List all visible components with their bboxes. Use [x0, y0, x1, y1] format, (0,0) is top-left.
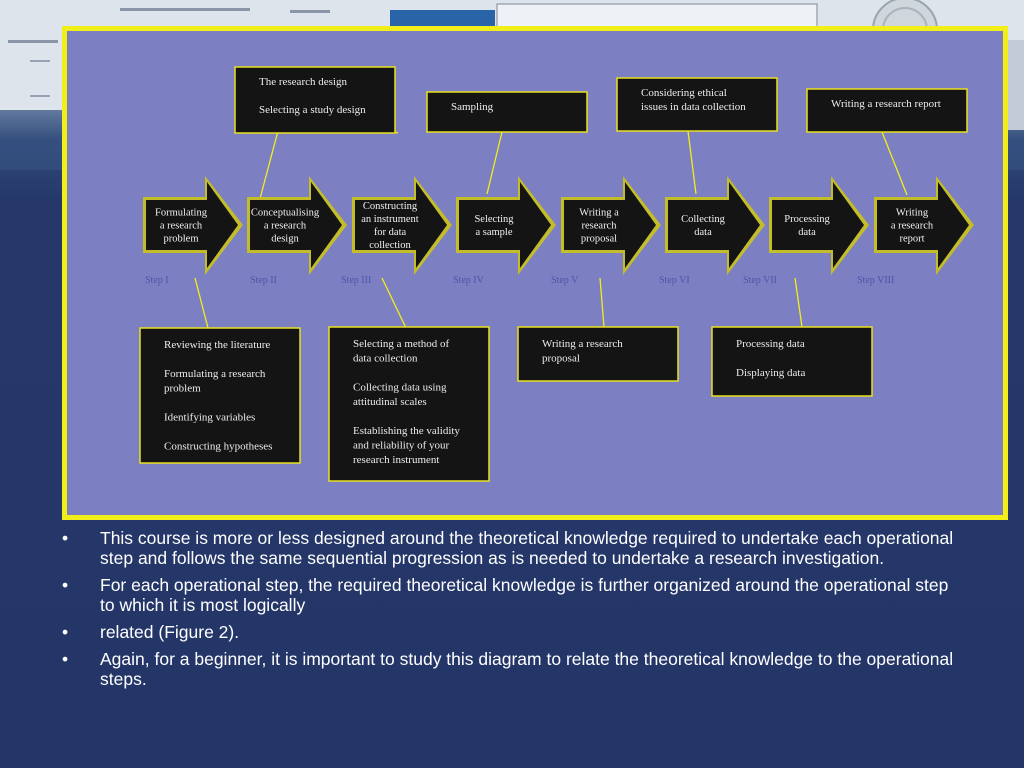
step-arrow-label: an instrument — [361, 214, 419, 225]
step-number-label: Step IV — [453, 275, 485, 286]
step-arrow-label: collection — [369, 240, 411, 251]
bottom-task-text: Formulating a research — [164, 368, 266, 380]
step-arrow-label: a research — [264, 221, 307, 232]
bullet-text: This course is more or less designed aro… — [100, 528, 954, 568]
step-arrow-label: proposal — [581, 234, 617, 245]
step-arrow-label: Formulating — [155, 208, 208, 219]
bottom-task-text: attitudinal scales — [353, 396, 427, 408]
top-task-text: issues in data collection — [641, 101, 746, 113]
bottom-task-text: Processing data — [736, 338, 805, 350]
step-arrow-label: Processing — [784, 214, 830, 225]
top-task-text: Writing a research report — [831, 98, 941, 110]
bullet-text: Again, for a beginner, it is important t… — [100, 649, 954, 689]
bullet-item: • This course is more or less designed ar… — [60, 528, 960, 568]
step-number-label: Step VI — [659, 275, 690, 286]
bottom-task-text: data collection — [353, 353, 418, 365]
top-task-box: Considering ethical issues in data collec… — [616, 77, 778, 132]
step-arrow-label: problem — [164, 234, 199, 245]
step-arrow-label: Collecting — [681, 214, 725, 225]
step-arrow-label: research — [582, 221, 618, 232]
bottom-task-text: Selecting a method of — [353, 338, 450, 350]
top-task-text: Sampling — [451, 101, 494, 113]
connector-line — [486, 131, 503, 195]
connector-line — [687, 130, 697, 195]
step-arrow-label: Writing — [896, 208, 929, 219]
step-arrow-label: a research — [891, 221, 934, 232]
connector-line — [881, 131, 908, 196]
bottom-task-box: Selecting a method of data collectionColl… — [328, 326, 490, 482]
bottom-task-text: Constructing hypotheses — [164, 441, 272, 453]
connector-line — [194, 277, 209, 329]
bottom-task-text: Reviewing the literature — [164, 339, 270, 351]
bottom-task-text: Displaying data — [736, 367, 805, 379]
step-number-label: Step I — [145, 275, 169, 286]
step-arrow-label: Writing a — [579, 208, 619, 219]
bullet-marker: • — [62, 649, 69, 669]
step-arrow-label: Selecting — [474, 214, 514, 225]
bottom-task-text: Writing a research — [542, 338, 623, 350]
step-arrow-label: data — [798, 227, 816, 238]
bottom-task-text: problem — [164, 383, 201, 395]
step-number-label: Step VIII — [857, 275, 894, 286]
step-arrow-label: data — [694, 227, 712, 238]
step-arrow-label: design — [271, 234, 299, 245]
step-arrow-label: a research — [160, 221, 203, 232]
bullet-item: • Again, for a beginner, it is important … — [60, 649, 960, 689]
bottom-task-text: Establishing the validity — [353, 425, 460, 437]
bullet-list: • This course is more or less designed ar… — [60, 528, 960, 696]
bottom-task-text: Identifying variables — [164, 412, 255, 424]
top-task-text: Selecting a study design — [259, 104, 366, 116]
bullet-text: For each operational step, the required … — [100, 575, 949, 615]
bottom-task-text: and reliability of your — [353, 440, 450, 452]
bottom-task-box: Writing a research proposal — [517, 326, 679, 382]
step-arrow-label: for data — [374, 227, 407, 238]
bullet-item: • For each operational step, the required… — [60, 575, 960, 615]
connector-line — [599, 277, 605, 328]
top-task-text: The research design — [259, 76, 347, 88]
step-arrow-label: Constructing — [363, 201, 418, 212]
bullet-marker: • — [62, 575, 69, 595]
connector-line — [381, 277, 407, 329]
step-arrow-label: Conceptualising — [251, 208, 320, 219]
step-number-label: Step V — [551, 275, 579, 286]
bullet-marker: • — [62, 528, 69, 548]
bullet-text: related (Figure 2). — [100, 622, 240, 642]
top-task-box: Writing a research report — [806, 88, 968, 133]
step-number-label: Step II — [250, 275, 277, 286]
top-task-box: Sampling — [426, 91, 588, 133]
bottom-task-text: Collecting data using — [353, 382, 447, 394]
step-number-label: Step VII — [743, 275, 777, 286]
bottom-task-text: proposal — [542, 353, 580, 365]
bottom-task-text: research instrument — [353, 454, 439, 466]
connector-line — [794, 277, 803, 328]
step-arrow: Constructing an instrument for data collect… — [341, 176, 452, 286]
step-arrow-label: a sample — [475, 227, 512, 238]
step-number-label: Step III — [341, 275, 371, 286]
bullet-item: • related (Figure 2). — [60, 622, 960, 642]
step-arrow-label: report — [899, 234, 924, 245]
bullet-marker: • — [62, 622, 69, 642]
top-task-text: Considering ethical — [641, 87, 727, 99]
